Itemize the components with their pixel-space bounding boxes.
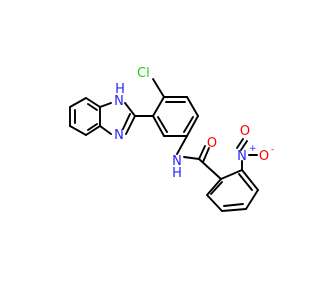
carbonyl-oxygen-label: O (207, 136, 217, 151)
ring-nh-hydrogen-label: H (115, 82, 125, 97)
amide-nitrogen-label: N (172, 154, 182, 169)
amide-hydrogen-label: H (172, 166, 182, 181)
bond (238, 173, 253, 191)
nitro-right-oxygen-label: O (259, 149, 269, 164)
bond (99, 102, 112, 108)
bond (85, 125, 101, 136)
atom-labels: Cl H N N N H O N + O O - (114, 66, 274, 181)
nitro-nitrogen-charge: + (249, 144, 257, 154)
bond (85, 97, 101, 108)
bond (236, 138, 244, 149)
bond (124, 102, 136, 117)
bond (240, 140, 248, 151)
bond (210, 181, 223, 195)
ring-imine-nitrogen-label: N (114, 128, 124, 143)
bond (99, 125, 112, 135)
bond (69, 125, 87, 136)
bond (206, 194, 223, 212)
bond (186, 96, 199, 117)
bond (176, 135, 188, 155)
bond (183, 116, 194, 133)
bond (221, 208, 247, 212)
ring-nh-nitrogen-label: N (114, 94, 124, 109)
bond (198, 145, 206, 160)
bond (122, 113, 131, 130)
bond (198, 158, 222, 180)
bond (125, 115, 136, 135)
bond (152, 78, 165, 98)
bond (186, 115, 199, 137)
bond (183, 156, 200, 160)
bond (152, 96, 165, 117)
bond (241, 169, 259, 191)
nitro-nitrogen-label: N (237, 149, 247, 164)
molecule-structure: Cl H N N N H O N + O O - (69, 66, 274, 212)
nitro-oxygen-charge: - (271, 145, 274, 155)
bond (245, 189, 259, 210)
bond (157, 116, 168, 133)
bond (223, 203, 244, 207)
bond (69, 97, 87, 108)
chlorine-atom-label: Cl (137, 66, 150, 81)
bond (87, 103, 98, 111)
bond (152, 115, 165, 137)
nitro-top-oxygen-label: O (240, 124, 250, 139)
bond-layer (69, 78, 259, 212)
bond (206, 178, 222, 196)
bond (220, 169, 243, 180)
bond (202, 147, 210, 163)
bond (87, 123, 98, 131)
